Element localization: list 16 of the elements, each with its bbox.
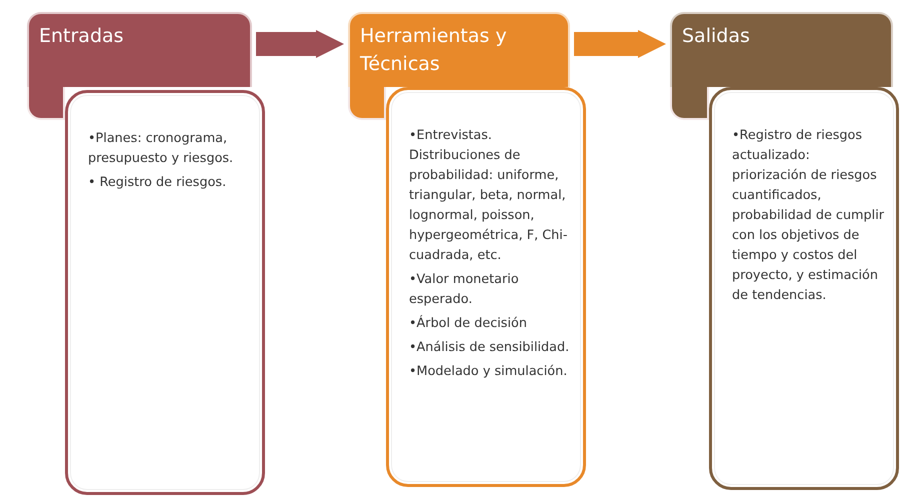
- bullet-text: • Registro de riesgos.: [88, 174, 228, 192]
- bullet-text: •Árbol de decisión: [409, 314, 528, 333]
- content-box: [65, 90, 265, 495]
- bullet-text: •Valor monetario esperado.: [409, 271, 520, 309]
- content-box: [386, 87, 586, 487]
- bullet-text: •Modelado y simulación.: [409, 363, 568, 381]
- bullet-text: •Entrevistas. Distribuciones de probabilidad: uniforme, triangular, beta, normal, lognormal, poisson, hypergeométrica, F, Chi-cuadrada, etc.: [409, 127, 568, 265]
- bullet-text: •Análisis de sensibilidad.: [409, 339, 570, 357]
- header-text: Salidas: [682, 24, 751, 49]
- header-text: Herramientas y Técnicas: [360, 24, 508, 77]
- arrow: [256, 30, 344, 58]
- content-box: [709, 87, 899, 490]
- arrow: [574, 30, 666, 58]
- header-text: Entradas: [39, 24, 125, 49]
- bullet-text: •Planes: cronograma, presupuesto y riesgos.: [88, 130, 234, 168]
- bullet-text: •Registro de riesgos actualizado: priorización de riesgos cuantificados, probabilidad de cumplir con los objetivos de tiempo y costos del proyecto, y estimación de tendencias.: [732, 127, 886, 305]
